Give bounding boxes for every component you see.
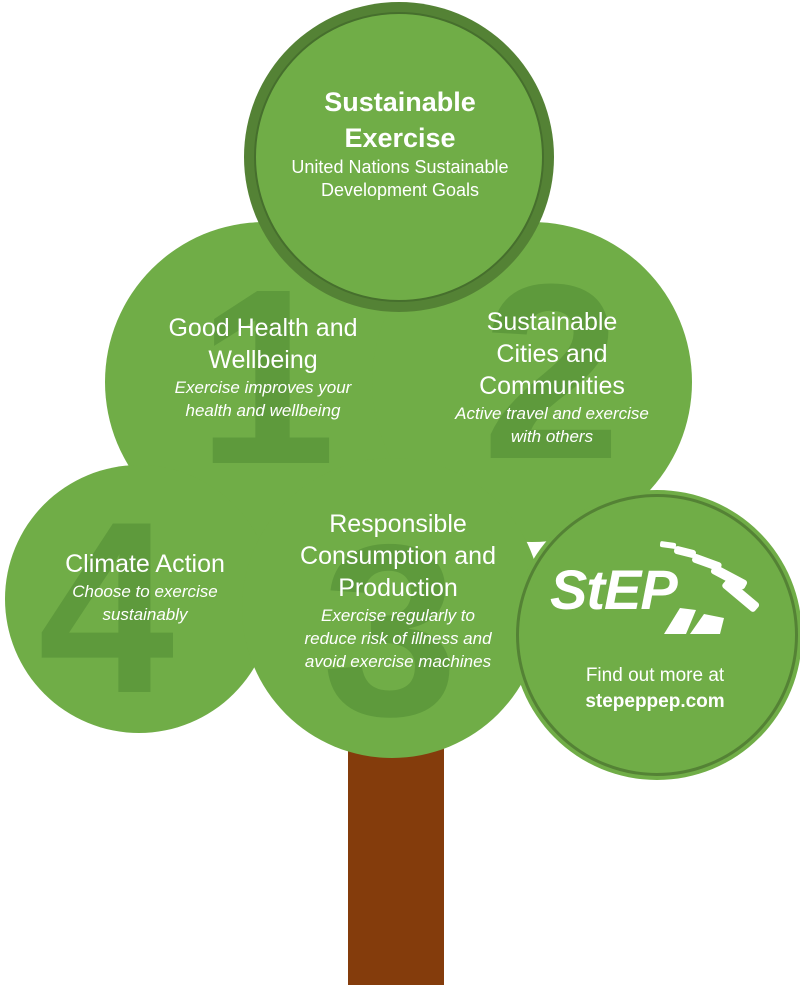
goal-2-description: Active travel and exercise with others (455, 404, 649, 446)
goal-2-number: 2 (482, 232, 622, 511)
goal-2-title: Sustainable Cities and Communities (479, 308, 625, 400)
goal-3-circle: 3 (242, 458, 542, 758)
step-text: Find out more at stepeppep.com (540, 663, 770, 715)
tree-trunk (348, 740, 444, 985)
step-logo: StEP (550, 558, 678, 621)
step-cta: Find out more at (585, 665, 725, 686)
goal-1-title: Good Health and Wellbeing (168, 314, 358, 374)
goal-4-description: Choose to exercise sustainably (72, 582, 218, 624)
goal-4-title: Climate Action (65, 550, 225, 578)
center-subtitle: United Nations Sustainable Development G… (291, 157, 509, 200)
goal-2-text: Sustainable Cities and Communities Activ… (452, 306, 652, 448)
goal-3-number: 3 (322, 493, 459, 758)
goal-3-description: Exercise regularly to reduce risk of ill… (304, 606, 492, 671)
center-text: Sustainable Exercise United Nations Sust… (290, 84, 510, 202)
goal-3-text: Responsible Consumption and Production E… (296, 508, 500, 673)
goal-1-number: 1 (197, 237, 337, 516)
goal-4-circle: 4 (5, 465, 273, 733)
step-stairs-icon (660, 541, 760, 634)
goal-1-description: Exercise improves your health and wellbe… (174, 378, 352, 420)
center-title: Sustainable Exercise (324, 87, 476, 153)
step-url-link[interactable]: stepeppep.com (585, 691, 725, 712)
step-circle (512, 490, 800, 780)
center-circle (244, 2, 554, 312)
goal-4-number: 4 (38, 470, 175, 733)
goal-3-title: Responsible Consumption and Production (300, 510, 496, 602)
goal-1-text: Good Health and Wellbeing Exercise impro… (168, 312, 358, 422)
goal-4-text: Climate Action Choose to exercise sustai… (55, 548, 235, 626)
